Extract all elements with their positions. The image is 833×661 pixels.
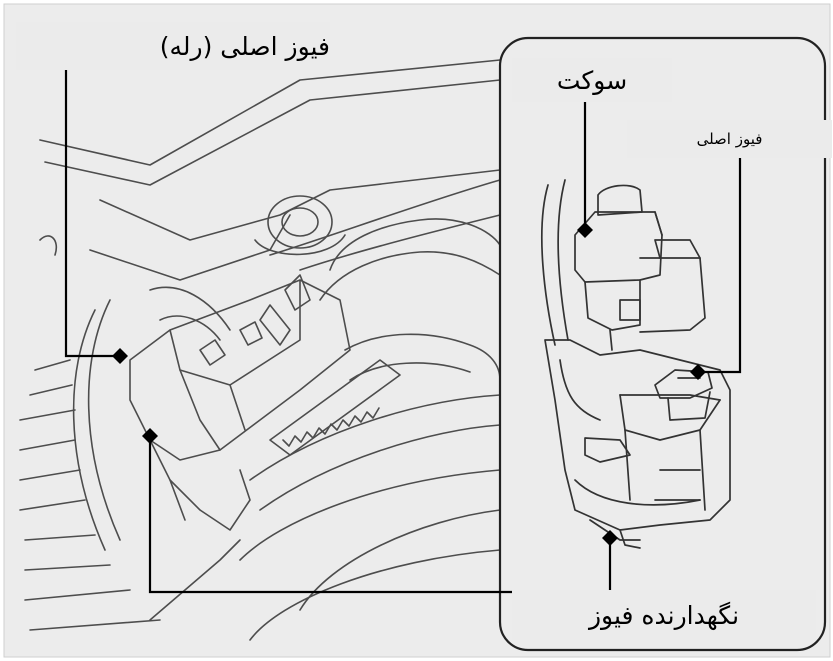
label-fuse-holder-text: نگهدارنده فیوز (589, 601, 739, 630)
label-main-fuse-text: فیوز اصلی (697, 130, 763, 148)
label-socket: سوکت (512, 58, 672, 102)
label-main-fuse: فیوز اصلی (627, 120, 832, 158)
label-socket-text: سوکت (557, 66, 627, 95)
label-main-fuse-relay: فیوز اصلی (رله) (16, 22, 330, 70)
label-main-fuse-relay-text: فیوز اصلی (رله) (160, 32, 330, 61)
label-fuse-holder: نگهدارنده فیوز (512, 590, 816, 640)
